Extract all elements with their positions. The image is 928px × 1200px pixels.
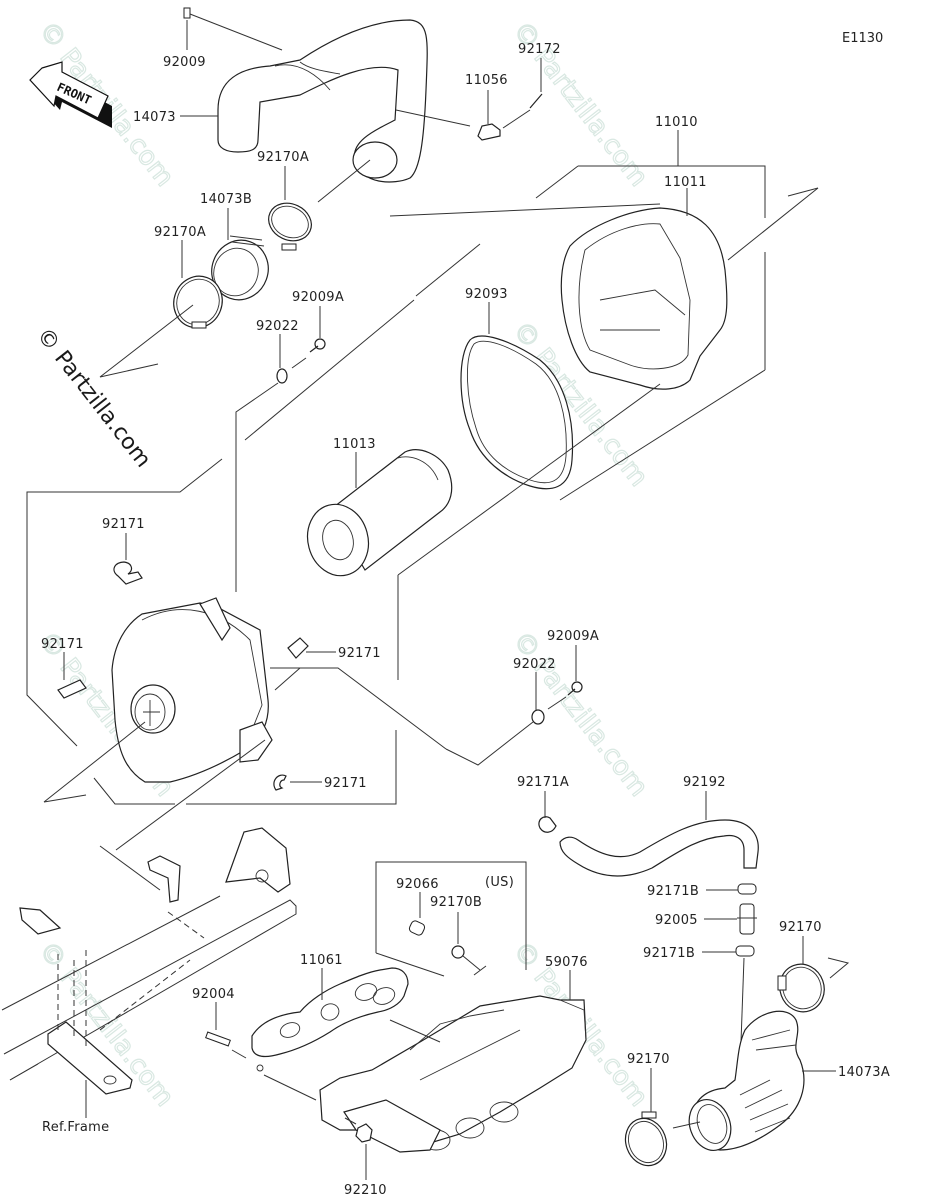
part-label[interactable]: 92171 — [41, 637, 84, 652]
part-label[interactable]: 92066 — [396, 877, 439, 892]
part-11011-airbox-housing[interactable] — [560, 207, 728, 390]
part-11061-manifold-gasket[interactable] — [251, 967, 409, 1072]
part-92171B-clip[interactable] — [737, 883, 757, 895]
part-11056-bracket[interactable] — [477, 123, 501, 141]
part-92171-clip[interactable] — [287, 637, 309, 659]
part-label[interactable]: 92170A — [154, 225, 206, 240]
part-14073B-boot[interactable] — [203, 232, 276, 308]
ref-frame-label: Ref.Frame — [42, 1120, 109, 1135]
part-92192-hose[interactable] — [559, 819, 759, 877]
diagram-code: E1130 — [842, 31, 883, 46]
part-label[interactable]: 92009A — [547, 629, 599, 644]
part-92170-clamp[interactable] — [773, 958, 831, 1018]
part-92004-stud[interactable] — [205, 1031, 231, 1047]
part-label[interactable]: 11011 — [664, 175, 707, 190]
part-92170A-clamp[interactable] — [167, 269, 230, 334]
front-arrow-icon: FRONT — [29, 61, 112, 128]
part-label[interactable]: 92171B — [647, 884, 699, 899]
part-92171B-clip[interactable] — [735, 945, 755, 957]
part-label[interactable]: 11061 — [300, 953, 343, 968]
part-ref-frame[interactable] — [1, 827, 297, 1095]
part-label[interactable]: 11056 — [465, 73, 508, 88]
part-92172-screw[interactable] — [529, 93, 543, 109]
part-14073A-intake-hose[interactable] — [682, 1010, 805, 1156]
part-92171A-clip[interactable] — [538, 816, 557, 833]
watermark-solid: © Partzilla.com — [31, 323, 155, 472]
part-label[interactable]: 14073 — [133, 110, 176, 125]
part-label[interactable]: 11013 — [333, 437, 376, 452]
part-label[interactable]: 92004 — [192, 987, 235, 1002]
part-label[interactable]: 92171 — [324, 776, 367, 791]
part-label[interactable]: 92009 — [163, 55, 206, 70]
part-label[interactable]: 92171 — [102, 517, 145, 532]
part-label[interactable]: 14073B — [200, 192, 252, 207]
part-label[interactable]: 92022 — [256, 319, 299, 334]
part-label[interactable]: 92005 — [655, 913, 698, 928]
part-92005-pipe-joint[interactable] — [737, 903, 757, 935]
part-92171-clip[interactable] — [57, 679, 87, 699]
part-label[interactable]: 92170 — [627, 1052, 670, 1067]
part-label[interactable]: 92093 — [465, 287, 508, 302]
part-92066-sleeve[interactable] — [408, 920, 426, 937]
part-label[interactable]: 11010 — [655, 115, 698, 130]
part-label[interactable]: 92170B — [430, 895, 482, 910]
part-label[interactable]: 92192 — [683, 775, 726, 790]
part-label[interactable]: 92171 — [338, 646, 381, 661]
part-label[interactable]: 92172 — [518, 42, 561, 57]
part-92171-clip[interactable] — [273, 774, 287, 791]
part-label[interactable]: 92009A — [292, 290, 344, 305]
part-label[interactable]: 59076 — [545, 955, 588, 970]
part-airbox-cover[interactable] — [111, 597, 273, 783]
part-92170B-clamp[interactable] — [451, 945, 465, 959]
part-92170-clamp[interactable] — [619, 1111, 673, 1171]
part-label[interactable]: 92171A — [517, 775, 569, 790]
region-note: (US) — [485, 875, 514, 890]
part-92022-washer[interactable] — [276, 368, 288, 384]
part-92009A-screw[interactable] — [309, 338, 326, 353]
part-92009-screw[interactable] — [183, 7, 283, 51]
part-label[interactable]: 92022 — [513, 657, 556, 672]
part-92171-clip[interactable] — [113, 561, 143, 585]
part-92093-gasket[interactable] — [460, 335, 574, 490]
part-92022-washer[interactable] — [531, 709, 545, 725]
part-label[interactable]: 14073A — [838, 1065, 890, 1080]
part-label[interactable]: 92170A — [257, 150, 309, 165]
part-label[interactable]: 92210 — [344, 1183, 387, 1198]
part-92009A-screw[interactable] — [567, 681, 583, 696]
part-label[interactable]: 92171B — [643, 946, 695, 961]
part-14073-duct[interactable] — [217, 19, 428, 183]
part-label[interactable]: 92170 — [779, 920, 822, 935]
part-11013-air-filter[interactable] — [300, 449, 453, 583]
part-92170A-clamp[interactable] — [262, 196, 317, 251]
part-92210-nut[interactable] — [355, 1123, 373, 1143]
